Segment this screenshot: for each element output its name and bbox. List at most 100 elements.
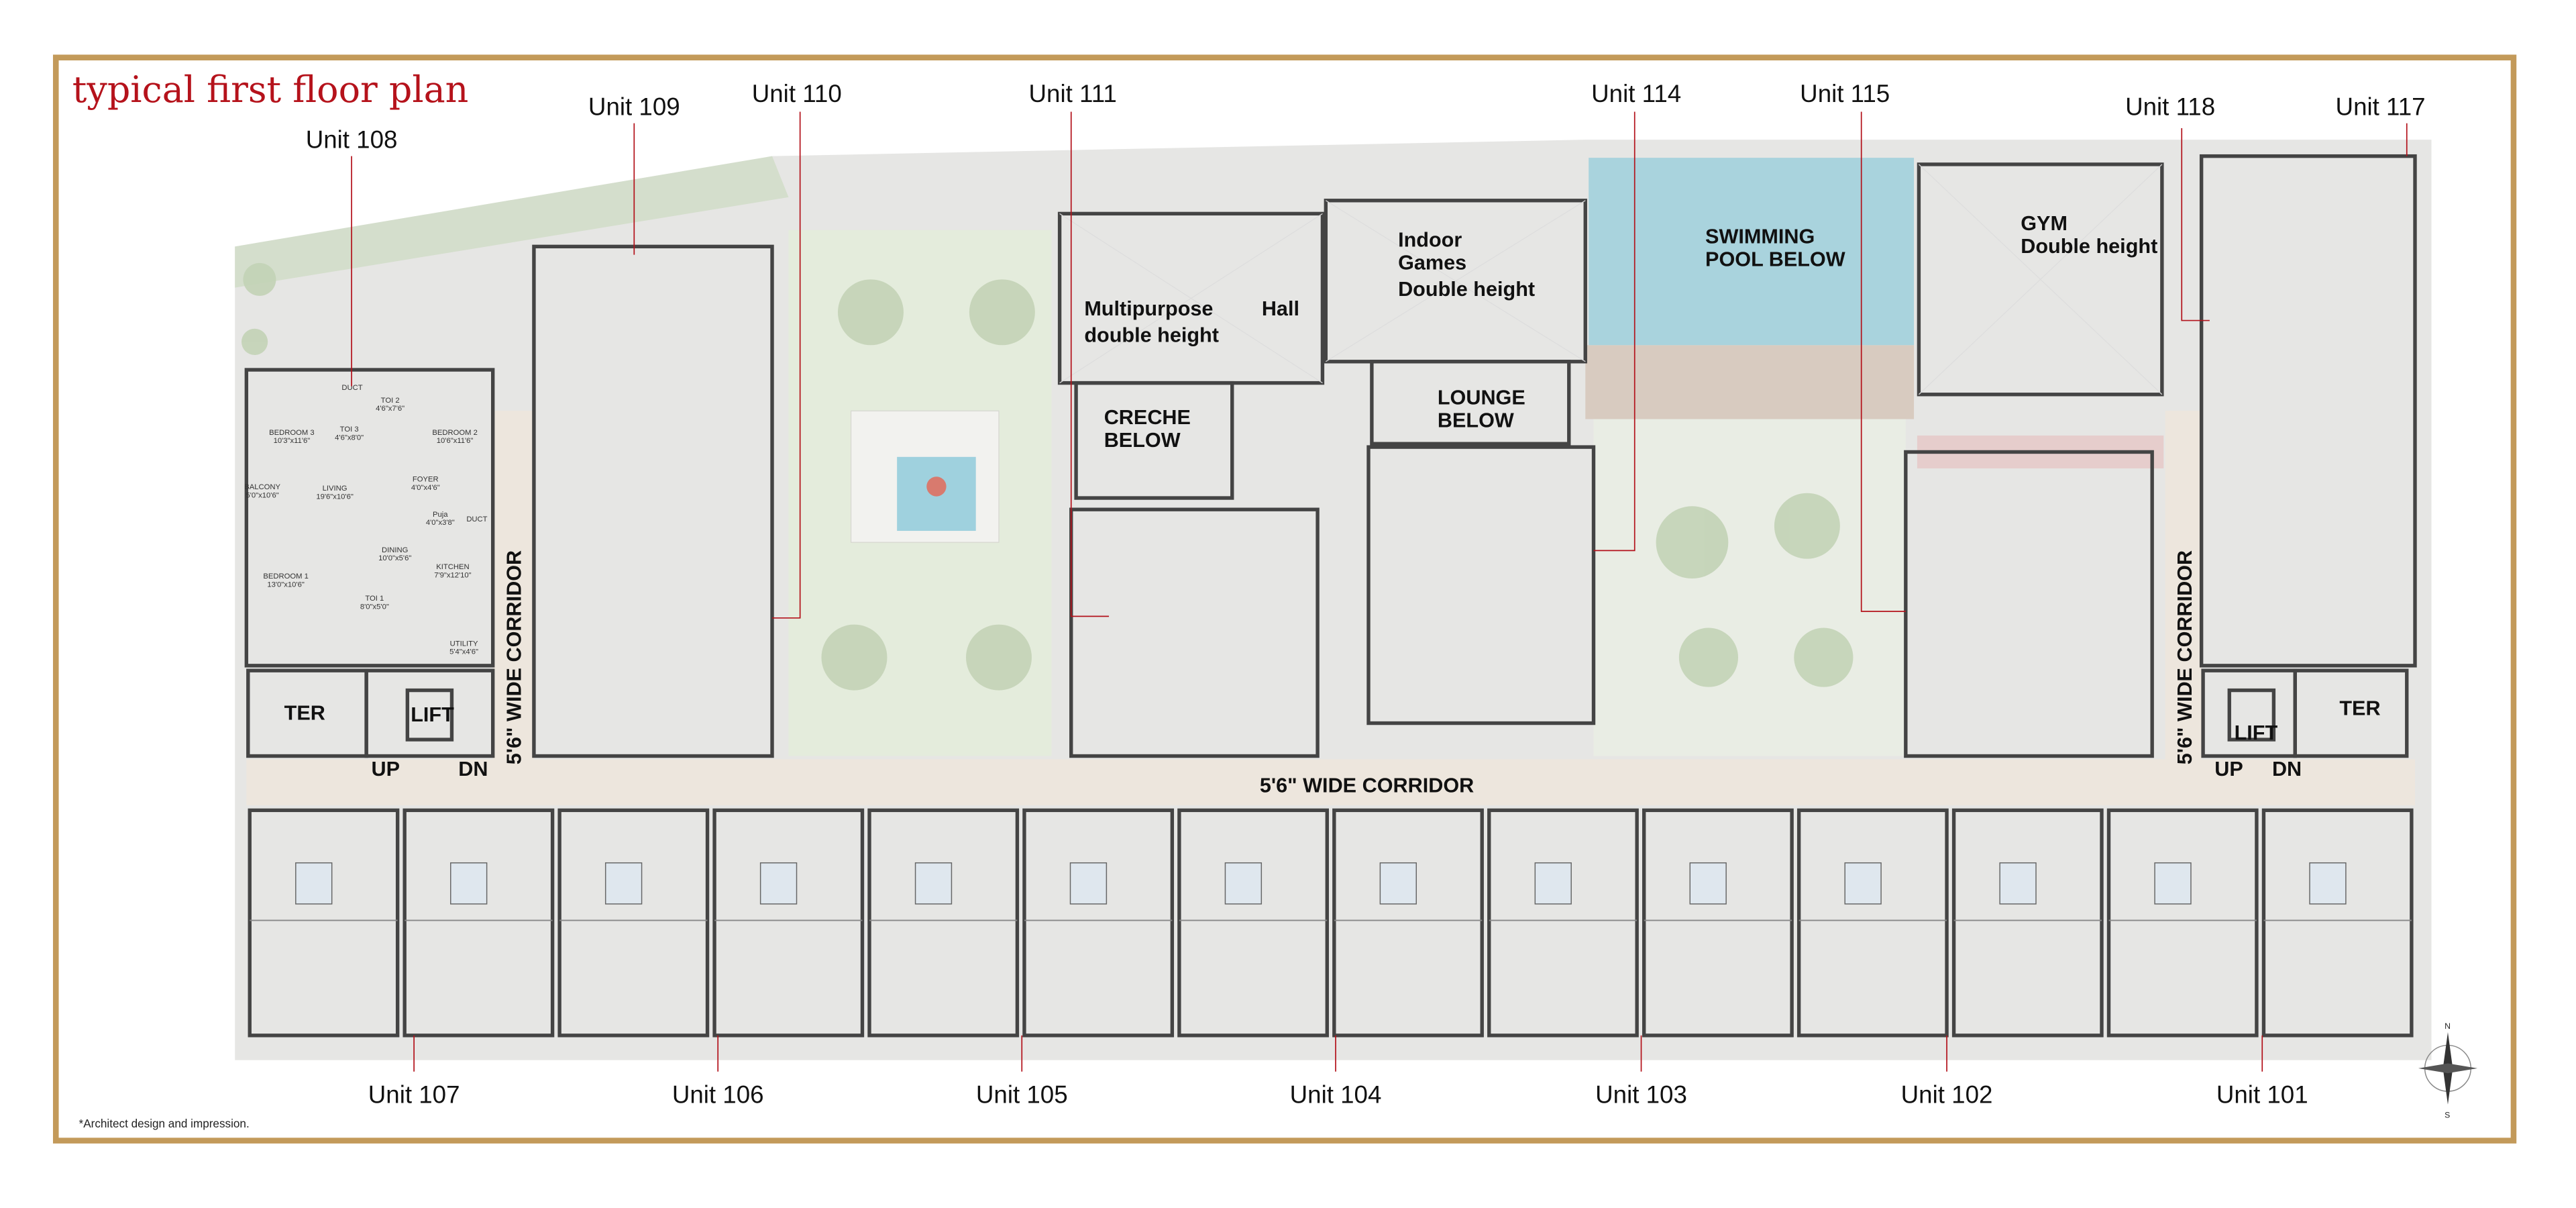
apartment-block	[248, 808, 400, 1038]
lounge-below-label: BELOW	[1438, 409, 1514, 432]
unit-label[interactable]: Unit 107	[368, 1080, 460, 1108]
unit-label[interactable]: Unit 109	[588, 93, 680, 120]
room-dimension: 4'0"x3'8"	[426, 519, 455, 527]
toilet	[2154, 862, 2192, 905]
unit-label[interactable]: Unit 118	[2125, 93, 2215, 120]
apartment-block	[1487, 808, 1639, 1038]
ter-label: TER	[2339, 697, 2380, 719]
compass-north: N	[2445, 1021, 2451, 1031]
room-dimension: 13'0"x10'6"	[267, 581, 304, 589]
unit-label[interactable]: Unit 110	[752, 80, 842, 107]
lift-shaft	[405, 688, 454, 742]
room-name: BEDROOM 3	[269, 429, 315, 437]
apartment-block	[1332, 808, 1484, 1038]
amenities: Multipurpose Hall double height CRECHE B…	[1057, 158, 2164, 500]
unit-label[interactable]: Unit 106	[672, 1080, 764, 1108]
pool-below-label: POOL BELOW	[1705, 248, 1845, 271]
unit-label[interactable]: Unit 101	[2216, 1080, 2308, 1108]
toilet	[450, 862, 488, 905]
lounge	[1370, 360, 1571, 446]
apartment-block	[1904, 450, 2154, 758]
corridor-label-right: 5'6" WIDE CORRIDOR	[2174, 550, 2196, 764]
apartment-block	[1069, 507, 1320, 758]
swimming-pool	[1589, 158, 1915, 346]
leader-line	[772, 111, 801, 619]
room-name: UTILITY	[450, 640, 478, 648]
core-left: TER LIFT UP DN	[246, 668, 495, 781]
games-double-height-label: Double height	[1398, 278, 1535, 301]
toilet	[1999, 862, 2037, 905]
lift-label: LIFT	[411, 703, 454, 726]
toilet	[1534, 862, 1572, 905]
toilet	[295, 862, 333, 905]
games-label: Games	[1398, 252, 1466, 274]
room-dimension: 5'0"x10'6"	[246, 491, 279, 499]
apartment-block	[1177, 808, 1329, 1038]
leader-line	[1070, 111, 1110, 617]
lounge-label: LOUNGE	[1438, 386, 1525, 409]
room-name: BALCONY	[244, 483, 280, 491]
toilet	[1069, 862, 1108, 905]
room-dimension: 4'6"x7'6"	[376, 405, 405, 413]
room-dimension: 8'0"x5'0"	[360, 603, 389, 611]
apartment-block	[557, 808, 710, 1038]
dn-label: DN	[458, 758, 488, 781]
room-dimension: 19'6"x10'6"	[316, 493, 353, 501]
double-height-label: double height	[1084, 323, 1219, 346]
room-dimension: 4'6"x8'0"	[335, 434, 364, 442]
apartment-block	[1796, 808, 1949, 1038]
room-dimension: 4'0"x4'6"	[411, 484, 440, 492]
hall-label: Hall	[1262, 297, 1299, 320]
toilet	[604, 862, 643, 905]
pool-label: SWIMMING	[1705, 225, 1815, 248]
unit-label[interactable]: Unit 104	[1290, 1080, 1382, 1108]
room-dimension: 10'6"x11'6"	[437, 437, 474, 445]
footnote: *Architect design and impression.	[79, 1117, 250, 1130]
ter-label: TER	[284, 702, 325, 725]
unit-label[interactable]: Unit 105	[976, 1080, 1068, 1108]
unit-label[interactable]: Unit 103	[1595, 1080, 1687, 1108]
corridor-label-main: 5'6" WIDE CORRIDOR	[1260, 774, 1474, 797]
room-name: TOI 2	[381, 397, 400, 405]
room-name: Puja	[433, 511, 448, 519]
apartment-block	[712, 808, 865, 1038]
gym	[1917, 162, 2164, 397]
unit-label[interactable]: Unit 102	[1901, 1080, 1993, 1108]
apartment-block	[532, 244, 774, 758]
toilet	[1224, 862, 1263, 905]
leader-lines	[351, 111, 2408, 1072]
compass-south: S	[2445, 1110, 2450, 1119]
apartment-block	[2199, 154, 2417, 668]
unit-label[interactable]: Unit 111	[1029, 80, 1117, 107]
unit-label[interactable]: Unit 108	[306, 125, 398, 153]
unit-label[interactable]: Unit 115	[1800, 80, 1890, 107]
room-name: DUCT	[341, 384, 362, 392]
apartment-block	[2106, 808, 2259, 1038]
site	[235, 140, 2432, 1060]
apartment-block	[1366, 445, 1596, 725]
toilet	[1844, 862, 1882, 905]
apartment-block	[2261, 808, 2414, 1038]
room-name: TOI 3	[340, 425, 359, 434]
toilet	[914, 862, 953, 905]
toilet	[2309, 862, 2347, 905]
room-dimension: 5'4"x4'6"	[449, 648, 478, 656]
multipurpose-label: Multipurpose	[1084, 297, 1213, 320]
room-dimension: 10'3"x11'6"	[274, 437, 311, 445]
room-dimension: 7'9"x12'10"	[434, 571, 471, 579]
gym-label: GYM	[2021, 212, 2068, 235]
unit-label[interactable]: Unit 114	[1591, 80, 1681, 107]
up-label: UP	[371, 758, 400, 781]
unit-label[interactable]: Unit 117	[2336, 93, 2426, 120]
toilet	[1379, 862, 1417, 905]
apartment-blocks	[244, 154, 2417, 1038]
lift-shaft	[2227, 688, 2276, 742]
creche-label: CRECHE	[1104, 406, 1191, 429]
room-name: DUCT	[466, 515, 487, 523]
gym-double-height-label: Double height	[2021, 235, 2157, 258]
room-name: KITCHEN	[436, 563, 469, 571]
room-name: DINING	[382, 546, 408, 554]
room-dimension: 10'0"x5'6"	[378, 554, 411, 562]
room-name: TOI 1	[365, 595, 384, 603]
